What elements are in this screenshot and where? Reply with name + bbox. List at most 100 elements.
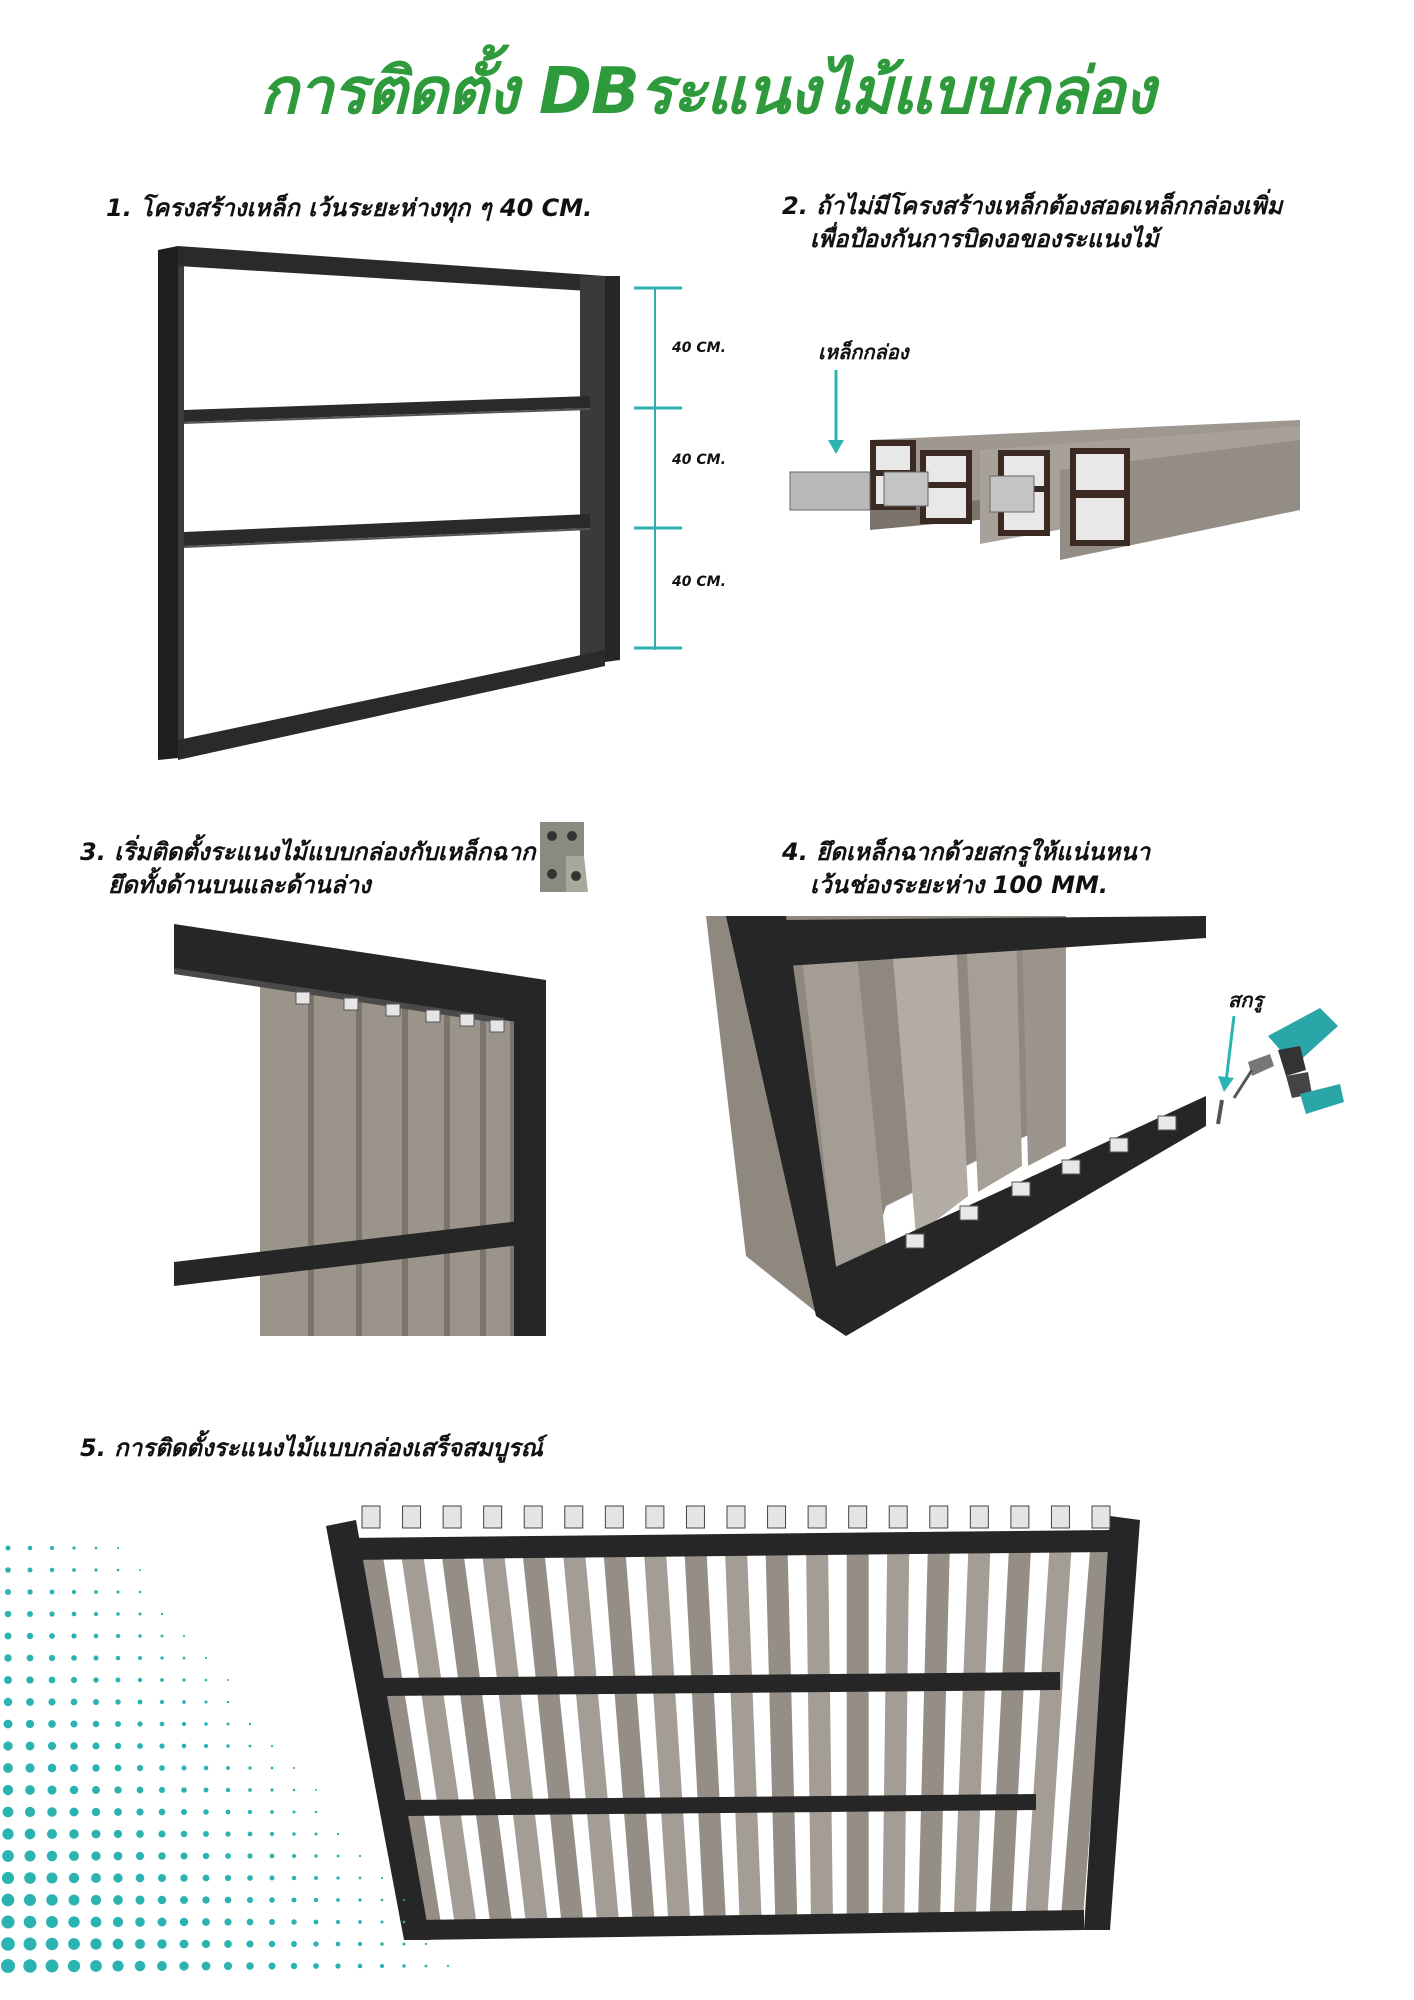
slat-cap <box>1050 1505 1070 1529</box>
halftone-dot <box>158 1830 166 1838</box>
halftone-dot <box>246 1940 254 1948</box>
halftone-dot <box>48 1698 56 1706</box>
slat-cap <box>685 1505 705 1529</box>
halftone-dot <box>314 1810 318 1814</box>
halftone-dot <box>71 1655 77 1661</box>
halftone-dot <box>68 1894 80 1906</box>
step-4-caption: 4. ยึดเหล็กฉากด้วยสกรูให้แน่นหนา เว้นช่อ… <box>782 836 1150 902</box>
step-3-line1: 3. เริ่มติดตั้งระแนงไม้แบบกล่องกับเหล็กฉ… <box>80 838 536 866</box>
halftone-dot <box>134 1960 146 1972</box>
halftone-dot <box>203 1743 209 1749</box>
angle-bracket-icon <box>540 822 588 892</box>
halftone-dot <box>226 1700 230 1704</box>
halftone-dot <box>247 1853 253 1859</box>
halftone-dot <box>358 1898 362 1902</box>
halftone-dot <box>24 1828 36 1840</box>
halftone-dot <box>25 1741 35 1751</box>
wood-slat <box>806 1550 834 1930</box>
slat-cap <box>848 1505 868 1529</box>
halftone-dot <box>313 1941 319 1947</box>
slat-cap <box>483 1505 503 1529</box>
box-steel-label: เหล็กกล่อง <box>818 340 909 364</box>
dimension-label-3: 40 CM. <box>672 574 726 590</box>
halftone-dot <box>47 1763 57 1773</box>
halftone-dot <box>402 1920 406 1924</box>
halftone-dot <box>136 1764 144 1772</box>
halftone-dot <box>2 1828 14 1840</box>
halftone-dot <box>92 1698 100 1706</box>
halftone-dot <box>47 1785 57 1795</box>
halftone-dot <box>224 1918 232 1926</box>
slat-cap <box>361 1505 381 1529</box>
halftone-dot <box>115 1699 121 1705</box>
halftone-dot <box>314 1876 318 1880</box>
slat-cap <box>645 1505 665 1529</box>
halftone-dot <box>46 1916 58 1928</box>
halftone-dot <box>159 1743 165 1749</box>
step-4-line1: 4. ยึดเหล็กฉากด้วยสกรูให้แน่นหนา <box>782 838 1151 866</box>
halftone-dot <box>135 1851 145 1861</box>
halftone-dot <box>358 1854 362 1858</box>
halftone-dot <box>292 1766 296 1770</box>
halftone-dot <box>27 1567 33 1573</box>
halftone-dot <box>202 1874 210 1882</box>
halftone-dot <box>47 1741 57 1751</box>
halftone-dot <box>158 1852 166 1860</box>
halftone-dot <box>114 1786 122 1794</box>
halftone-dot <box>160 1634 164 1638</box>
halftone-dot <box>180 1808 188 1816</box>
halftone-dot <box>226 1678 230 1682</box>
step-1-caption: 1. โครงสร้างเหล็ก เว้นระยะห่างทุก ๆ 40 C… <box>106 192 592 225</box>
halftone-dot <box>71 1611 77 1617</box>
halftone-dot <box>1 1937 15 1951</box>
halftone-dot <box>26 1698 34 1706</box>
completed-slat-panel-illustration <box>326 1505 1140 1970</box>
wood-slat <box>1060 1550 1112 1930</box>
slat-cap <box>1091 1505 1111 1529</box>
halftone-dot <box>336 1832 340 1836</box>
halftone-dot <box>269 1875 275 1881</box>
halftone-dot <box>26 1632 34 1640</box>
halftone-dot <box>226 1766 230 1770</box>
wood-slat <box>481 1550 549 1930</box>
slat-cap <box>564 1505 584 1529</box>
halftone-dot <box>159 1699 165 1705</box>
halftone-dot <box>25 1763 35 1773</box>
halftone-dot <box>136 1830 144 1838</box>
halftone-dot <box>248 1744 252 1748</box>
halftone-dot <box>225 1809 231 1815</box>
halftone-dot <box>94 1590 98 1594</box>
halftone-dot <box>204 1722 208 1726</box>
halftone-dot <box>68 1872 80 1884</box>
halftone-dot <box>91 1851 101 1861</box>
halftone-dot <box>246 1918 254 1926</box>
slat-cap-group <box>361 1505 1111 1529</box>
halftone-dot <box>3 1697 13 1707</box>
halftone-dot <box>358 1920 362 1924</box>
halftone-dot <box>270 1766 274 1770</box>
halftone-dot <box>202 1918 210 1926</box>
halftone-dot <box>67 1959 81 1973</box>
halftone-dot <box>70 1676 78 1684</box>
halftone-dot <box>291 1941 297 1947</box>
halftone-dot <box>46 1894 58 1906</box>
halftone-dot <box>49 1611 55 1617</box>
halftone-dot <box>27 1611 33 1617</box>
halftone-dot <box>90 1960 102 1972</box>
halftone-dot <box>225 1831 231 1837</box>
halftone-dot <box>137 1721 143 1727</box>
slat-group <box>360 1550 1112 1930</box>
halftone-dot <box>358 1876 362 1880</box>
halftone-dot <box>157 1939 167 1949</box>
halftone-dot <box>180 1896 188 1904</box>
halftone-dot <box>91 1873 101 1883</box>
halftone-dot <box>270 1810 274 1814</box>
wood-slat <box>988 1550 1031 1930</box>
wood-slat <box>643 1550 691 1930</box>
wood-slat <box>441 1550 514 1930</box>
halftone-dot <box>49 1633 55 1639</box>
halftone-dot <box>268 1940 276 1948</box>
halftone-dot <box>48 1654 56 1662</box>
halftone-dot <box>203 1809 209 1815</box>
wood-slat <box>684 1550 727 1930</box>
